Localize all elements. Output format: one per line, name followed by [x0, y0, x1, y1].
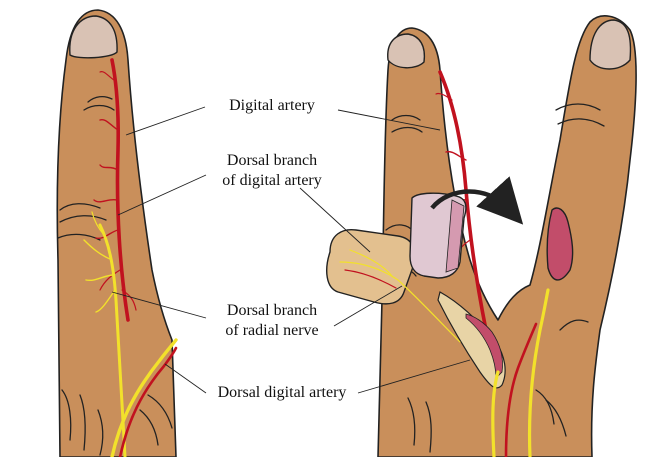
labels: Digital artery Dorsal branch of digital … — [218, 97, 347, 401]
label-dorsal-branch-radial-nerve-line1: Dorsal branch — [227, 302, 317, 319]
label-dorsal-digital-artery: Dorsal digital artery — [218, 384, 347, 401]
label-dorsal-branch-digital-artery-line1: Dorsal branch — [227, 152, 317, 169]
left-finger — [57, 10, 176, 457]
left-finger-outline — [57, 10, 176, 457]
label-digital-artery: Digital artery — [229, 97, 315, 114]
right-hand — [327, 16, 636, 457]
label-dorsal-branch-digital-artery-line2: of digital artery — [222, 172, 322, 189]
right-nail-left — [388, 34, 425, 68]
label-dorsal-branch-radial-nerve-line2: of radial nerve — [225, 322, 318, 339]
